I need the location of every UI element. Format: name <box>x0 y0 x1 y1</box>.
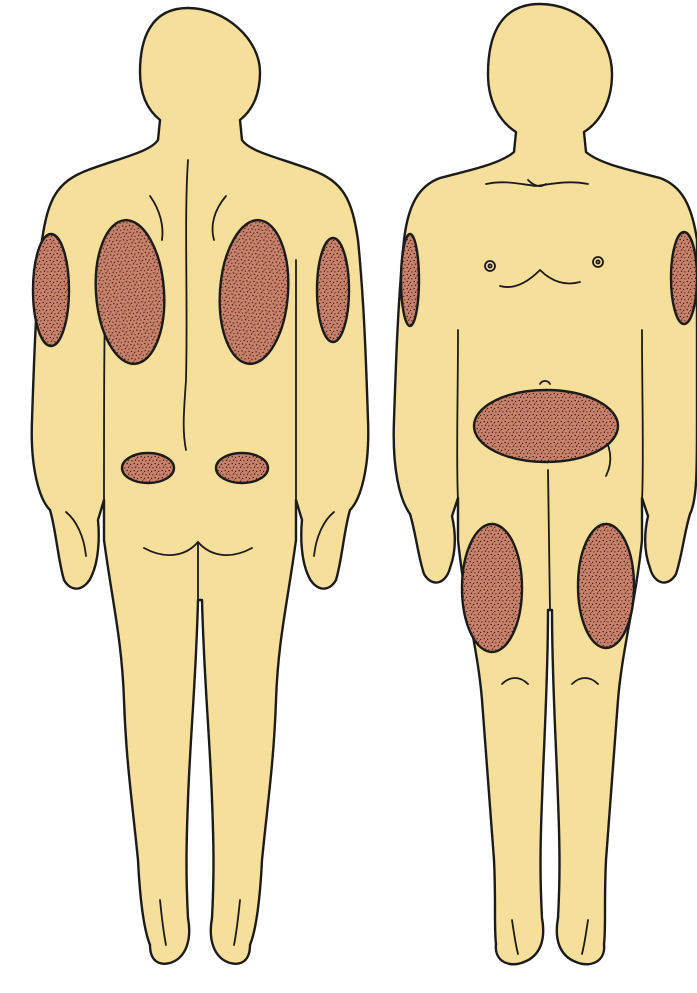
back-view-figure <box>32 8 369 964</box>
zone-front-abdomen <box>474 390 618 462</box>
zone-front-right-upper-arm <box>671 232 697 324</box>
front-view-body-outline <box>394 4 697 964</box>
zone-back-left-buttock <box>122 453 174 483</box>
zone-back-right-upper-arm <box>317 238 349 342</box>
zone-front-right-thigh <box>578 524 634 648</box>
zone-front-left-upper-arm <box>401 234 419 326</box>
zone-back-left-upper-arm <box>33 234 69 346</box>
back-view-body-outline <box>32 8 369 964</box>
front-view-figure <box>394 4 697 964</box>
zone-back-right-buttock <box>216 453 268 483</box>
zone-front-left-thigh <box>462 524 522 652</box>
